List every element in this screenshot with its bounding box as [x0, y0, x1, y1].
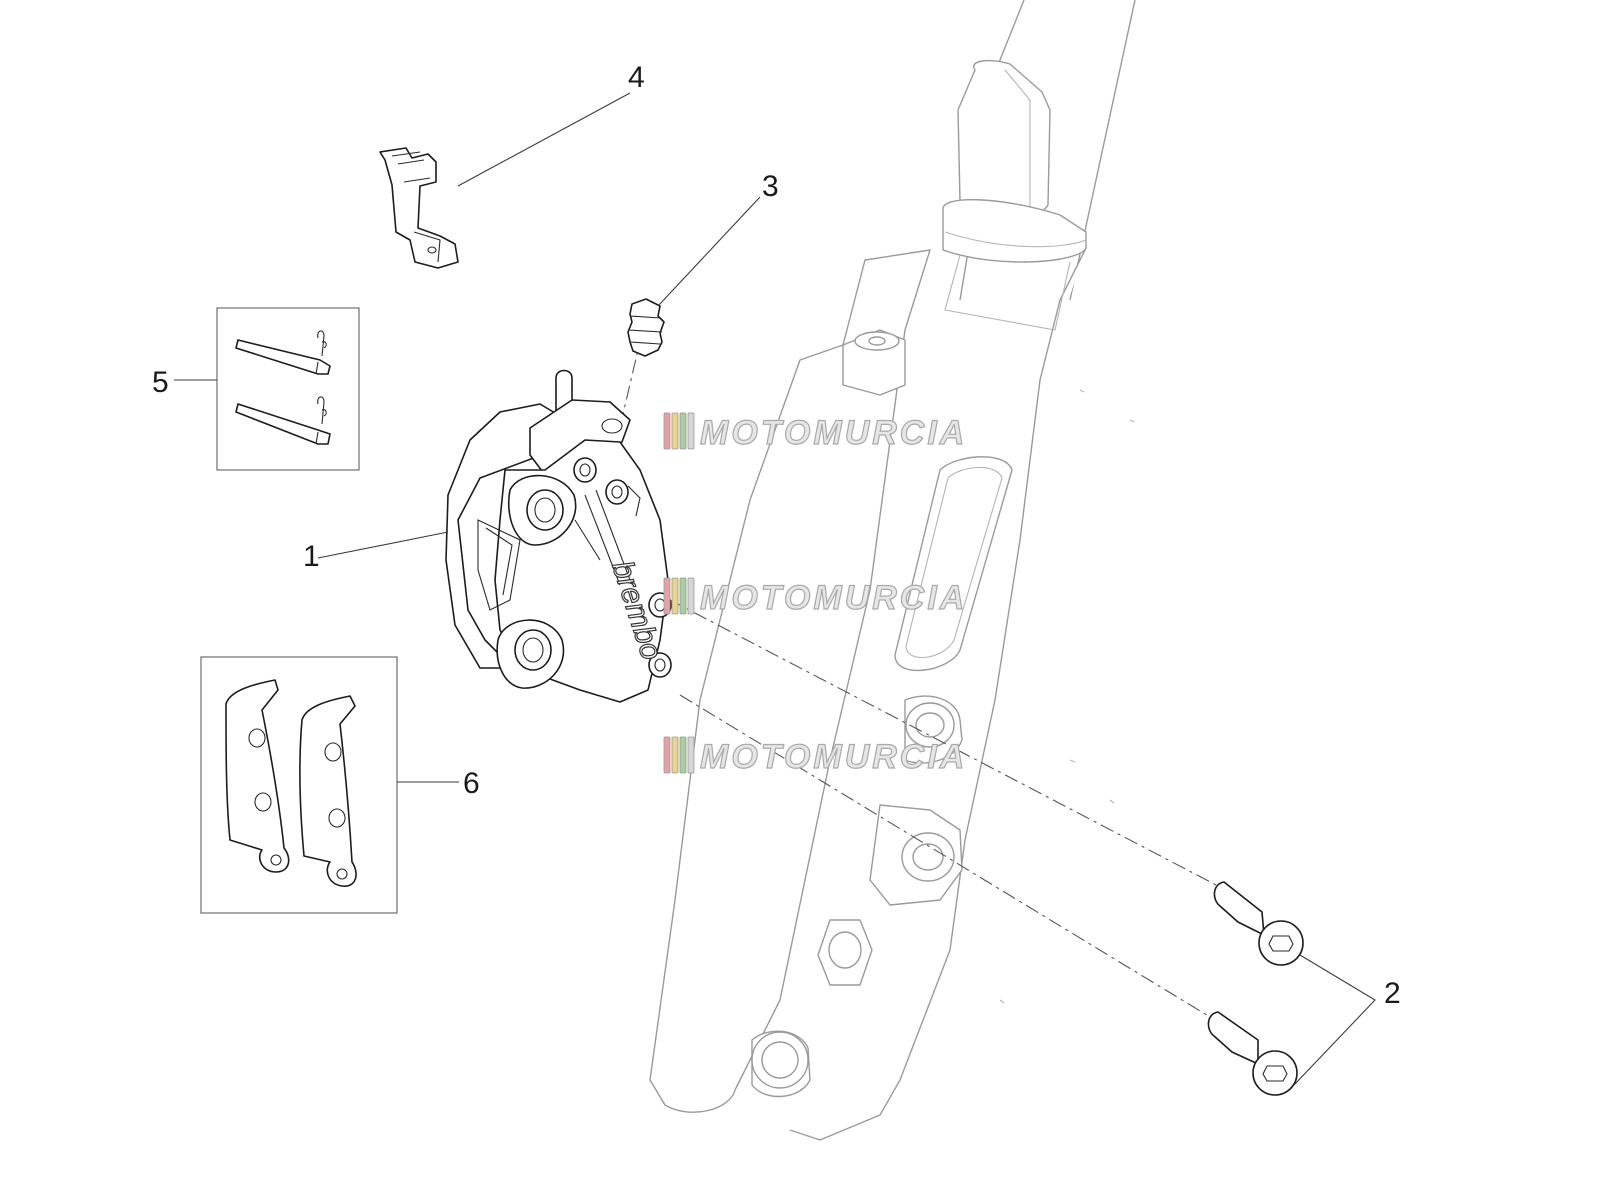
callout-5: 5 — [152, 366, 169, 399]
part-3-bleed-valve — [627, 298, 665, 357]
watermark-text: MOTOMURCIA — [700, 579, 967, 617]
mounting-bolt-lower — [1207, 1011, 1298, 1096]
callout-labels: 1 2 3 4 5 6 — [152, 61, 1401, 1010]
front-fork-leg — [649, 0, 1136, 1141]
callout-1: 1 — [303, 540, 320, 573]
watermark-1: MOTOMURCIA — [663, 412, 967, 453]
callout-6: 6 — [463, 767, 480, 800]
watermark-2: MOTOMURCIA — [663, 577, 967, 618]
watermark-3: MOTOMURCIA — [663, 736, 967, 777]
part-2-mounting-bolts — [1207, 881, 1304, 1096]
part-6-brake-pads-box — [200, 656, 398, 914]
watermark-text: MOTOMURCIA — [700, 414, 967, 452]
brake-pad-left — [225, 679, 290, 873]
callout-4: 4 — [628, 61, 645, 94]
callout-2: 2 — [1384, 977, 1401, 1010]
brake-pad-right — [299, 695, 357, 887]
fork-collar — [942, 199, 1087, 263]
fork-window — [894, 456, 1013, 672]
part-4-hose-bracket — [379, 147, 459, 269]
mounting-bolt-upper — [1213, 881, 1304, 966]
pad-pin-upper — [235, 330, 331, 375]
pad-pin-lower — [235, 396, 331, 445]
part-5-pins-box — [216, 307, 360, 471]
watermark-text: MOTOMURCIA — [700, 738, 967, 776]
part-1-brake-caliper: brembo — [445, 369, 672, 703]
fork-dust-cap — [957, 59, 1051, 219]
callout-3: 3 — [762, 170, 779, 203]
fork-slider — [649, 249, 931, 1113]
callout-leaders — [174, 92, 1376, 1086]
